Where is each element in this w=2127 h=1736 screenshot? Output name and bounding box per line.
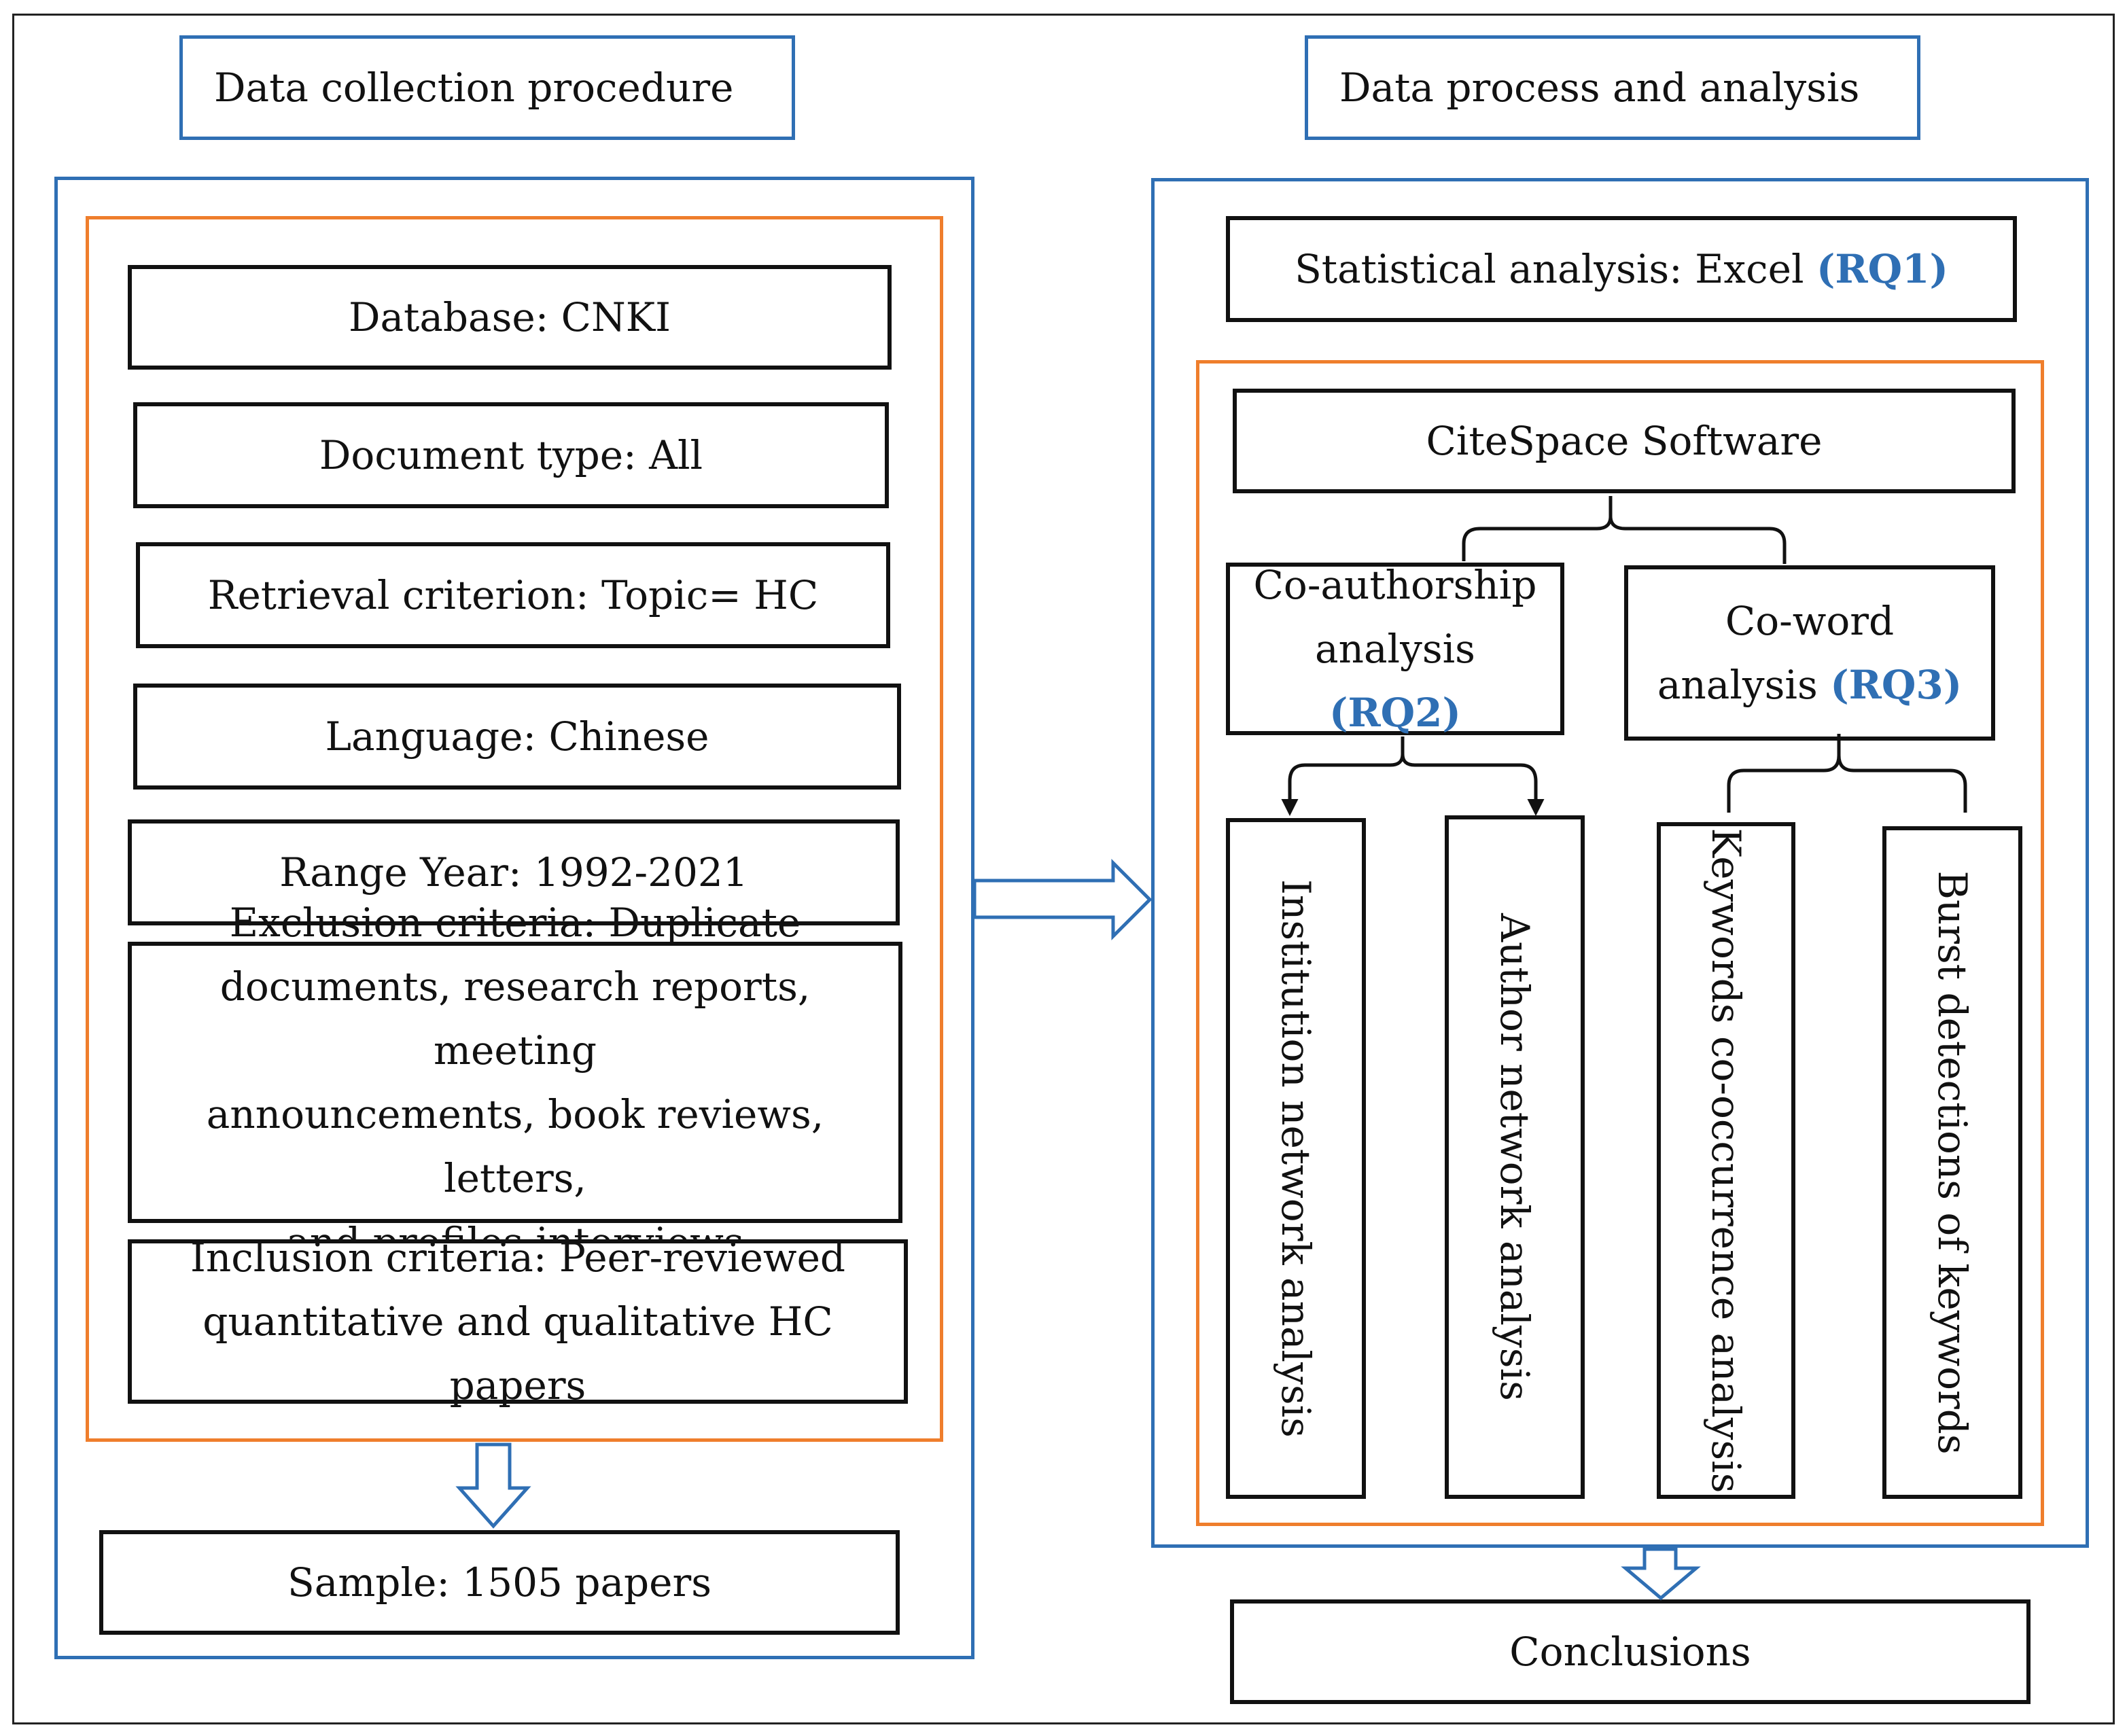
coword-line-1: Co-word	[1725, 598, 1895, 644]
retrieval-criterion-box: Retrieval criterion: Topic= HC	[136, 542, 890, 648]
right-header-box: Data process and analysis	[1305, 35, 1920, 140]
author-network-box: Author network analysis	[1445, 815, 1585, 1499]
coword-brace	[1727, 734, 1967, 813]
sample-down-arrow	[455, 1442, 531, 1529]
range-year-label: Range Year: 1992-2021	[279, 849, 748, 896]
exclusion-line-1: Exclusion criteria: Duplicate	[229, 900, 801, 946]
inclusion-line-1: Inclusion criteria: Peer-reviewed	[190, 1235, 846, 1281]
rq3-tag: (RQ3)	[1830, 662, 1963, 708]
sample-box: Sample: 1505 papers	[99, 1530, 900, 1635]
coword-analysis-word: analysis	[1657, 662, 1818, 708]
retrieval-criterion-label: Retrieval criterion: Topic= HC	[207, 572, 819, 618]
citespace-label: CiteSpace Software	[1426, 418, 1823, 464]
exclusion-line-3: announcements, book reviews, letters,	[206, 1091, 824, 1201]
right-header-title: Data process and analysis	[1339, 65, 1860, 111]
statistical-analysis-text: Statistical analysis: Excel	[1295, 246, 1804, 292]
rq2-tag: (RQ2)	[1329, 690, 1461, 736]
left-header-title: Data collection procedure	[214, 65, 734, 111]
range-year-box: Range Year: 1992-2021	[128, 819, 900, 925]
institution-network-box: Institution network analysis	[1226, 818, 1366, 1499]
inclusion-criteria-box: Inclusion criteria: Peer-reviewed quanti…	[128, 1235, 908, 1409]
document-type-box: Document type: All	[133, 402, 889, 508]
coauthorship-brace	[1281, 737, 1405, 816]
statistical-analysis-box: Statistical analysis: Excel (RQ1)	[1226, 216, 2017, 322]
burst-detection-box: Burst detections of keywords	[1882, 826, 2022, 1499]
language-label: Language: Chinese	[325, 713, 709, 760]
rq1-tag: (RQ1)	[1816, 246, 1948, 292]
coauthorship-line-2: analysis (RQ2)	[1244, 617, 1547, 745]
coauthorship-analysis-word: analysis	[1315, 626, 1475, 672]
exclusion-line-2: documents, research reports, meeting	[219, 963, 811, 1074]
conclusions-box: Conclusions	[1230, 1599, 2031, 1704]
statistical-analysis-label: Statistical analysis: Excel (RQ1)	[1295, 237, 1948, 301]
left-criteria-group	[86, 216, 943, 1442]
keywords-cooccurrence-box: Keywords co-occurrence analysis	[1657, 822, 1795, 1499]
citespace-brace	[1462, 496, 1787, 564]
language-box: Language: Chinese	[133, 684, 901, 790]
conclusions-down-arrow	[1621, 1547, 1701, 1601]
coauthorship-brace-right	[1401, 754, 1545, 816]
exclusion-criteria-box: Exclusion criteria: Duplicate documents,…	[128, 900, 902, 1265]
transfer-arrow	[972, 858, 1153, 941]
coauthorship-box: Co-authorship analysis (RQ2)	[1226, 562, 1564, 736]
coauthorship-line-1: Co-authorship	[1253, 562, 1537, 608]
inclusion-line-2: quantitative and qualitative HC papers	[203, 1298, 833, 1409]
database-label: Database: CNKI	[348, 294, 671, 340]
coword-box: Co-word analysis (RQ3)	[1624, 565, 1995, 741]
database-box: Database: CNKI	[128, 265, 892, 370]
sample-label: Sample: 1505 papers	[287, 1559, 711, 1606]
outer-frame	[12, 14, 2115, 1724]
conclusions-label: Conclusions	[1509, 1629, 1751, 1675]
right-panel	[1151, 178, 2089, 1548]
left-header-box: Data collection procedure	[179, 35, 795, 140]
citespace-group	[1196, 360, 2044, 1526]
citespace-box: CiteSpace Software	[1233, 389, 2016, 493]
document-type-label: Document type: All	[319, 432, 703, 478]
coword-line-2: analysis (RQ3)	[1657, 653, 1962, 717]
